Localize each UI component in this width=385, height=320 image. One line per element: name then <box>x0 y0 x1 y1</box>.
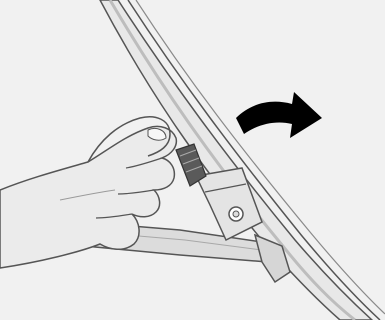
wiper-blade-removal-illustration <box>0 0 385 320</box>
